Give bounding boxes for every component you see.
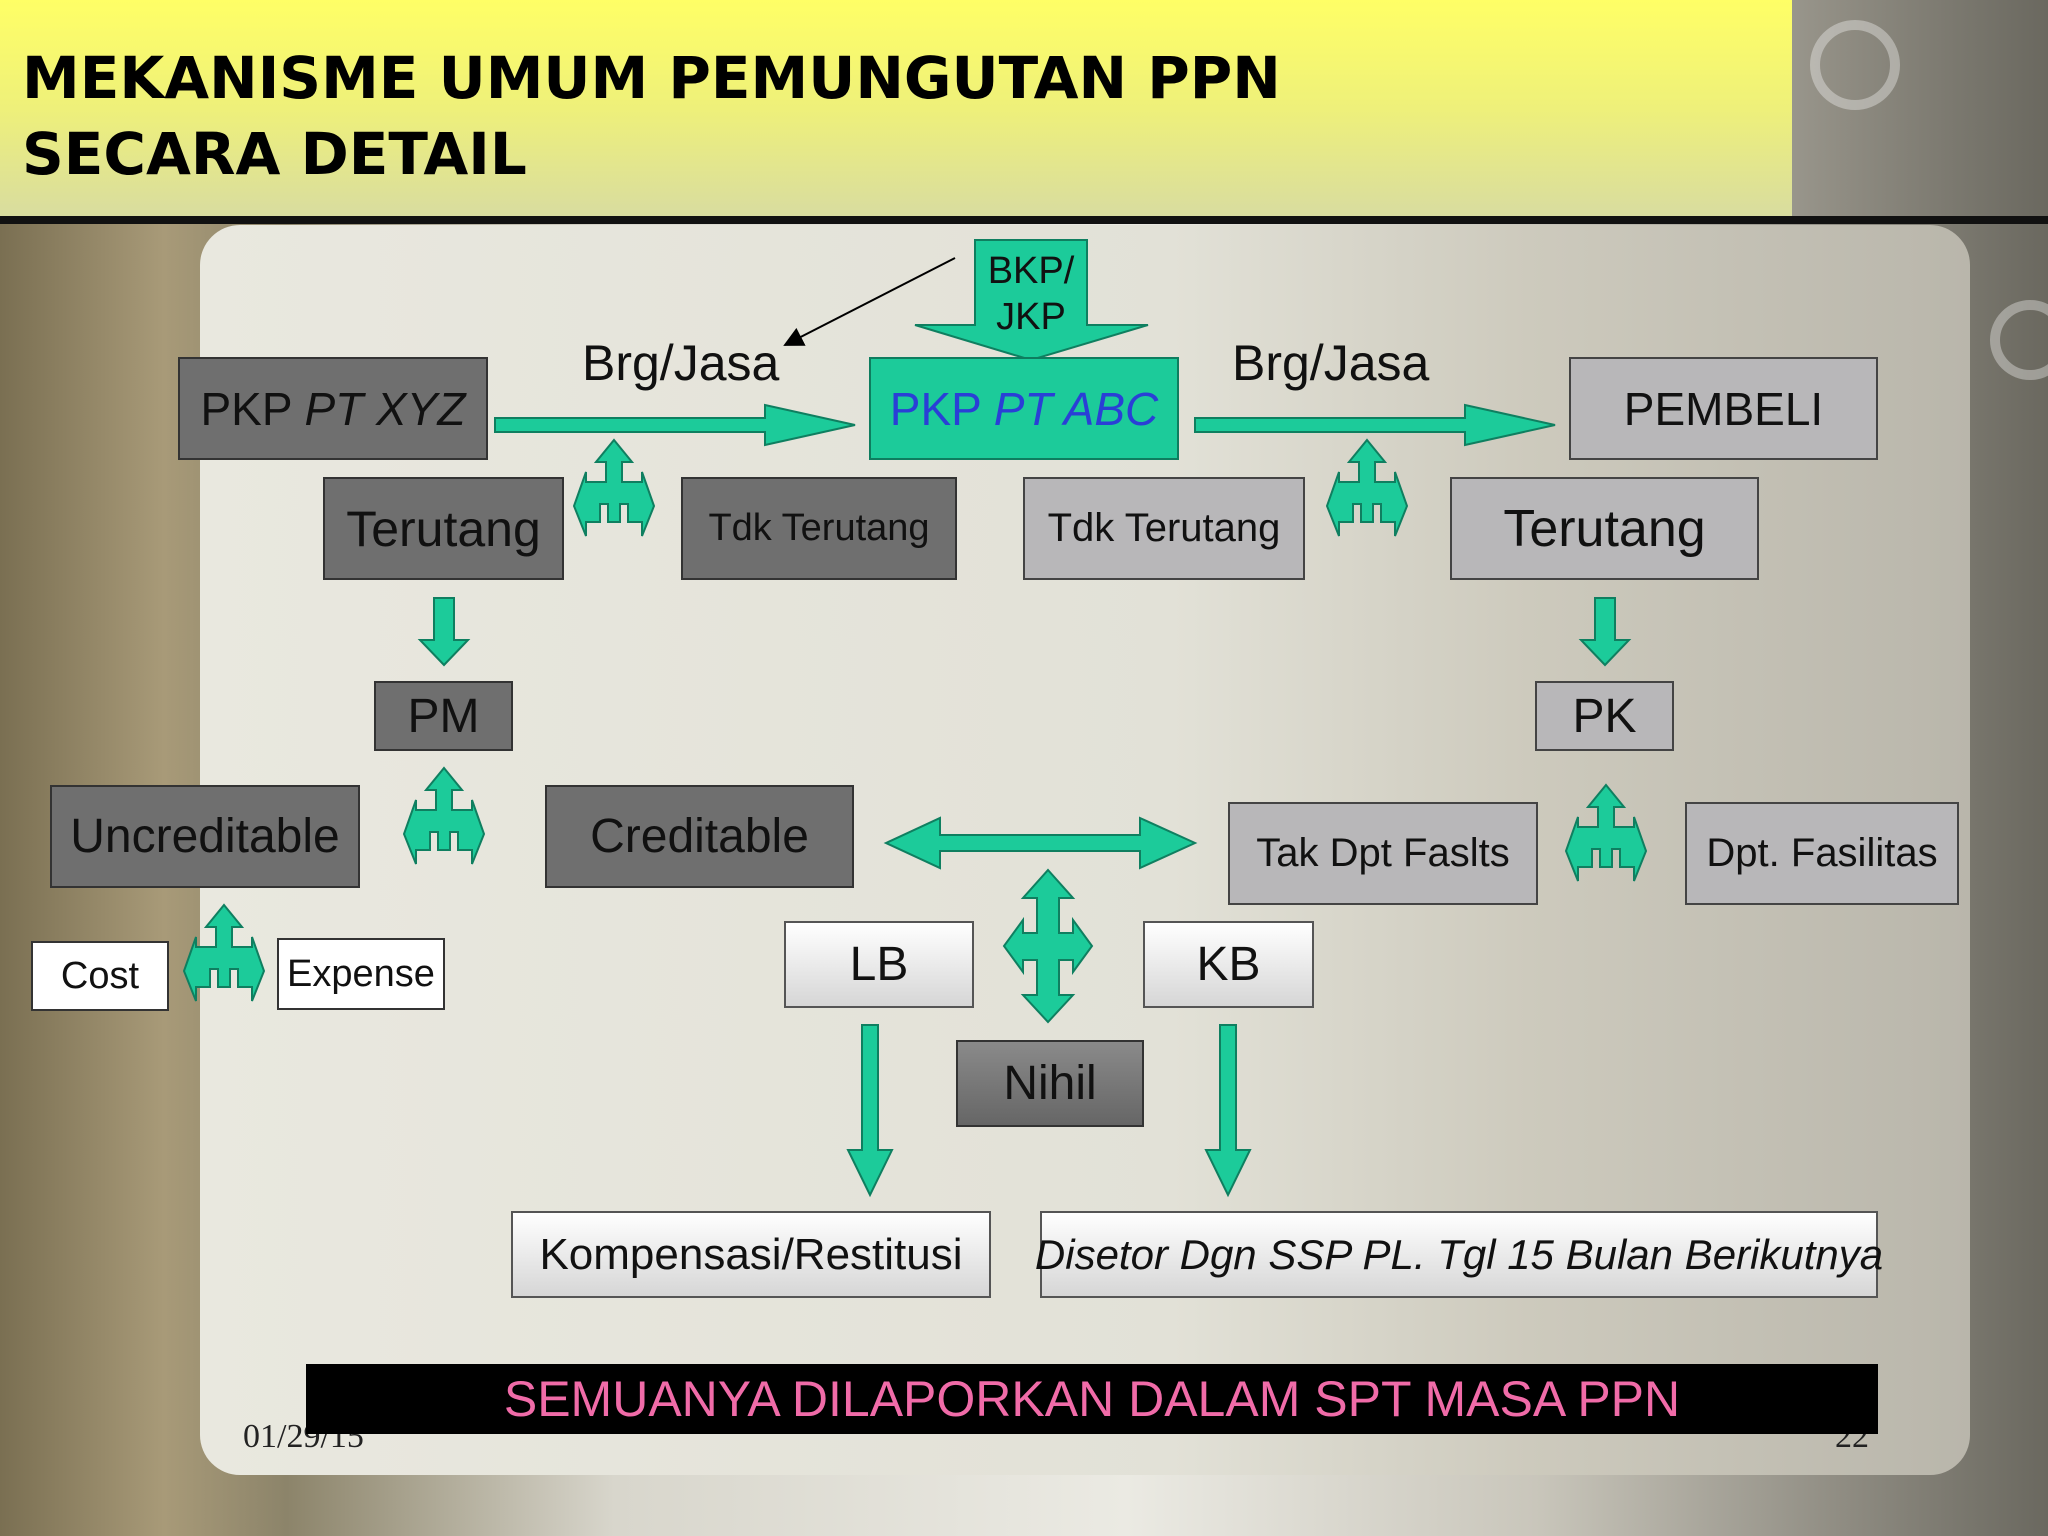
- title-line-2: SECARA DETAIL: [22, 120, 527, 188]
- disetor-box: Disetor Dgn SSP PL. Tgl 15 Bulan Berikut…: [1035, 1211, 1883, 1298]
- pkp-xyz-prefix: PKP: [200, 382, 305, 435]
- xyz-to-abc-arrow: [494, 403, 856, 447]
- brg-jasa-left-label: Brg/Jasa: [582, 335, 780, 391]
- terutang-right-box: Terutang: [1450, 477, 1759, 580]
- slide-title: MEKANISME UMUM PEMUNGUTAN PPN SECARA DET…: [22, 40, 1722, 192]
- lb-box: LB: [784, 921, 974, 1008]
- title-line-1: MEKANISME UMUM PEMUNGUTAN PPN: [22, 44, 1281, 112]
- pointer-arrow: [783, 257, 956, 346]
- pkp-abc-prefix: PKP: [889, 382, 994, 435]
- split-arrow-tdk-terutang: [1325, 438, 1409, 537]
- tdk-terutang-right-box: Tdk Terutang: [1023, 477, 1305, 580]
- decor-circle: [1810, 20, 1900, 110]
- title-divider: [0, 216, 2048, 224]
- pkp-abc-name: PT ABC: [993, 382, 1159, 435]
- jkp-label: JKP: [996, 296, 1066, 338]
- bkp-jkp-label: BKP/ JKP: [975, 248, 1087, 340]
- split-arrow-cost-expense: [182, 903, 266, 1002]
- split-arrow-tak-dpt: [1564, 783, 1648, 882]
- split-arrow-terutang-tdk: [572, 438, 656, 537]
- bkp-label: BKP/: [987, 250, 1075, 292]
- tdk-terutang-left-box: Tdk Terutang: [681, 477, 957, 580]
- dpt-fasilitas-box: Dpt. Fasilitas: [1685, 802, 1959, 905]
- terutang-left-box: Terutang: [323, 477, 564, 580]
- brg-jasa-right-label: Brg/Jasa: [1232, 335, 1430, 391]
- pm-box: PM: [374, 681, 513, 751]
- abc-to-pembeli-arrow: [1194, 403, 1556, 447]
- title-bar: [0, 0, 1792, 218]
- tak-dpt-faslts-box: Tak Dpt Faslts: [1228, 802, 1538, 905]
- pkp-xyz-box: PKP PT XYZ: [178, 357, 488, 460]
- cost-box: Cost: [31, 941, 169, 1011]
- lb-to-kompensasi-arrow: [846, 1024, 894, 1198]
- pembeli-box: PEMBELI: [1569, 357, 1878, 460]
- kompensasi-box: Kompensasi/Restitusi: [511, 1211, 991, 1298]
- terutang-to-pk-arrow: [1578, 597, 1632, 667]
- nihil-box: Nihil: [956, 1040, 1144, 1127]
- creditable-box: Creditable: [545, 785, 854, 888]
- decor-circle: [1990, 300, 2048, 380]
- split-arrow-uncreditable-creditable: [402, 766, 486, 865]
- expense-box: Expense: [277, 938, 445, 1010]
- kb-to-disetor-arrow: [1204, 1024, 1252, 1198]
- terutang-to-pm-arrow: [417, 597, 471, 667]
- kb-box: KB: [1143, 921, 1314, 1008]
- creditable-taklb-double-arrow: [883, 816, 1198, 870]
- uncreditable-box: Uncreditable: [50, 785, 360, 888]
- summary-banner: SEMUANYA DILAPORKAN DALAM SPT MASA PPN: [306, 1364, 1878, 1434]
- bkp-down-arrow: [914, 239, 1149, 362]
- pkp-xyz-name: PT XYZ: [304, 382, 466, 435]
- pkp-abc-box: PKP PT ABC: [869, 357, 1179, 460]
- four-way-arrow: [1002, 868, 1094, 1024]
- pk-box: PK: [1535, 681, 1674, 751]
